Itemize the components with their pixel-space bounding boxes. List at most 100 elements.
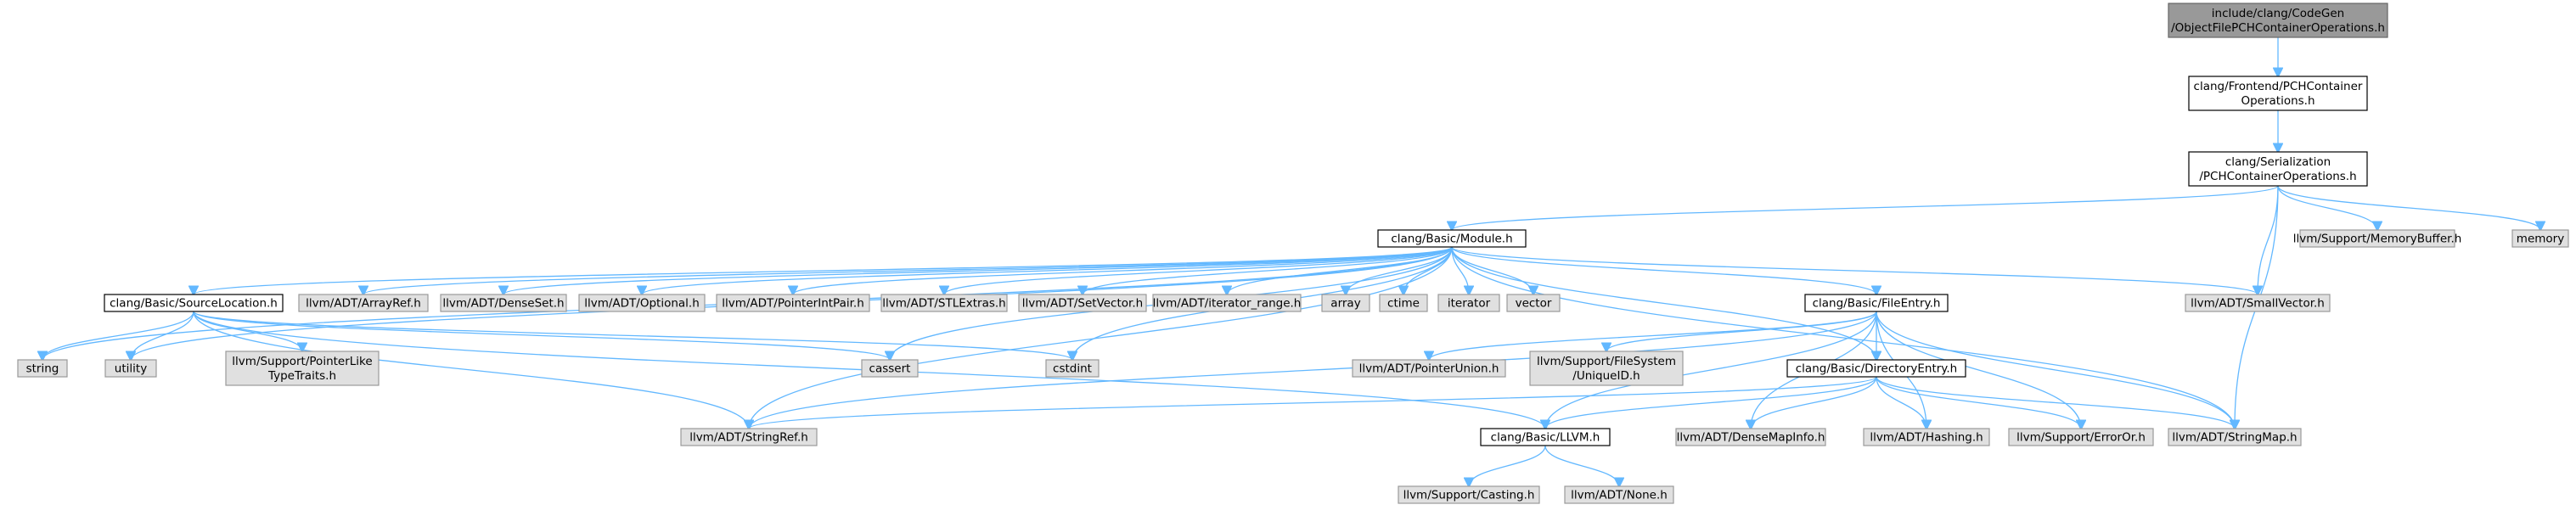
edge-sourcelocation-to-cstdint <box>193 311 1072 360</box>
edge-serialization_pch-to-memory <box>2277 185 2540 230</box>
node-label-none: llvm/ADT/None.h <box>1571 489 1668 502</box>
edge-module-to-fileentry <box>1451 246 1876 294</box>
edge-sourcelocation-to-pointerliketypetraits <box>193 311 302 351</box>
node-label-densemapinfo: llvm/ADT/DenseMapInfo.h <box>1677 431 1825 445</box>
node-label-serialization_pch-line-1: /PCHContainerOperations.h <box>2199 170 2356 183</box>
node-string: string <box>17 359 68 378</box>
node-label-frontend_pch-line-1: Operations.h <box>2241 94 2314 108</box>
edge-sourcelocation-to-stringref <box>193 311 749 429</box>
edge-module-to-stlextras <box>944 246 1453 294</box>
node-label-pointerunion: llvm/ADT/PointerUnion.h <box>1359 362 1499 376</box>
node-pointerintpair: llvm/ADT/PointerIntPair.h <box>716 294 870 312</box>
node-iterator_range: llvm/ADT/iterator_range.h <box>1152 294 1302 312</box>
node-cstdint: cstdint <box>1045 359 1100 378</box>
node-box-stringmap <box>2168 428 2302 446</box>
node-box-utility <box>104 359 157 378</box>
node-box-stlextras <box>880 294 1008 312</box>
node-box-fileentry <box>1804 294 1949 312</box>
node-frontend_pch[interactable]: clang/Frontend/PCHContainerOperations.h <box>2188 76 2368 111</box>
node-label-vector: vector <box>1516 297 1552 311</box>
node-box-erroror <box>2008 428 2154 446</box>
edge-module-to-pointerintpair <box>793 246 1453 294</box>
node-label-pointerintpair: llvm/ADT/PointerIntPair.h <box>722 297 864 311</box>
node-sourcelocation[interactable]: clang/Basic/SourceLocation.h <box>104 294 284 312</box>
node-box-llvm_h <box>1480 428 1611 446</box>
edge-directoryentry-to-stringref <box>749 376 1877 429</box>
node-stlextras: llvm/ADT/STLExtras.h <box>880 294 1008 312</box>
node-label-directoryentry: clang/Basic/DirectoryEntry.h <box>1796 362 1957 376</box>
node-box-setvector <box>1018 294 1147 312</box>
node-box-pointerintpair <box>716 294 870 312</box>
node-box-iterator_range <box>1152 294 1302 312</box>
node-utility: utility <box>104 359 157 378</box>
node-box-iterator <box>1437 294 1500 312</box>
node-label-uniqueid-line-1: /UniqueID.h <box>1572 369 1640 383</box>
node-none: llvm/ADT/None.h <box>1564 485 1674 504</box>
node-label-llvm_h: clang/Basic/LLVM.h <box>1491 431 1600 445</box>
edge-module-to-stringref <box>749 246 1453 429</box>
node-pointerunion: llvm/ADT/PointerUnion.h <box>1352 359 1506 378</box>
node-label-uniqueid-line-0: llvm/Support/FileSystem <box>1537 355 1676 368</box>
edge-llvm_h-to-none <box>1544 445 1619 486</box>
nodes-layer: include/clang/CodeGen/ObjectFilePCHConta… <box>17 3 2569 504</box>
node-label-array: array <box>1330 297 1360 311</box>
edge-directoryentry-to-erroror <box>1876 376 2081 429</box>
edge-module-to-stringmap <box>1451 246 2235 429</box>
node-label-root-line-1: /ObjectFilePCHContainerOperations.h <box>2171 21 2385 35</box>
node-box-pointerliketypetraits <box>225 351 380 386</box>
node-module[interactable]: clang/Basic/Module.h <box>1377 229 1527 248</box>
node-label-iterator: iterator <box>1448 297 1491 311</box>
edge-fileentry-to-llvm_h <box>1545 311 1877 429</box>
node-label-string: string <box>26 362 59 376</box>
edge-module-to-vector <box>1451 246 1533 294</box>
node-directoryentry[interactable]: clang/Basic/DirectoryEntry.h <box>1786 359 1966 378</box>
node-memory: memory <box>2511 229 2569 248</box>
node-box-uniqueid <box>1529 351 1684 386</box>
node-fileentry[interactable]: clang/Basic/FileEntry.h <box>1804 294 1949 312</box>
node-serialization_pch[interactable]: clang/Serialization/PCHContainerOperatio… <box>2188 151 2368 187</box>
node-iterator: iterator <box>1437 294 1500 312</box>
node-label-stringmap: llvm/ADT/StringMap.h <box>2172 431 2297 445</box>
node-label-root-line-0: include/clang/CodeGen <box>2212 7 2344 20</box>
node-box-ctime <box>1379 294 1428 312</box>
node-llvm_h[interactable]: clang/Basic/LLVM.h <box>1480 428 1611 446</box>
node-densemapinfo: llvm/ADT/DenseMapInfo.h <box>1675 428 1826 446</box>
node-box-densemapinfo <box>1675 428 1826 446</box>
node-erroror: llvm/Support/ErrorOr.h <box>2008 428 2154 446</box>
node-vector: vector <box>1506 294 1561 312</box>
edge-module-to-array <box>1346 246 1453 294</box>
node-label-frontend_pch-line-0: clang/Frontend/PCHContainer <box>2194 80 2363 93</box>
node-box-root <box>2168 3 2388 38</box>
node-stringref: llvm/ADT/StringRef.h <box>680 428 818 446</box>
edge-directoryentry-to-llvm_h <box>1545 376 1877 429</box>
node-box-casting <box>1398 485 1540 504</box>
node-box-string <box>17 359 68 378</box>
node-box-array <box>1321 294 1370 312</box>
node-label-casting: llvm/Support/Casting.h <box>1403 489 1535 502</box>
node-box-module <box>1377 229 1527 248</box>
node-box-serialization_pch <box>2188 151 2368 187</box>
edges-layer <box>42 37 2540 486</box>
edge-sourcelocation-to-cassert <box>193 311 890 360</box>
node-label-stlextras: llvm/ADT/STLExtras.h <box>882 297 1005 311</box>
edge-fileentry-to-erroror <box>1876 311 2081 429</box>
node-box-cstdint <box>1045 359 1100 378</box>
node-memorybuffer: llvm/Support/MemoryBuffer.h <box>2293 229 2462 248</box>
node-label-memorybuffer: llvm/Support/MemoryBuffer.h <box>2293 233 2462 246</box>
node-box-frontend_pch <box>2188 76 2368 111</box>
node-label-pointerliketypetraits-line-0: llvm/Support/PointerLike <box>232 355 372 368</box>
node-box-denseset <box>440 294 567 312</box>
edge-serialization_pch-to-module <box>1452 185 2279 230</box>
node-label-smallvector: llvm/ADT/SmallVector.h <box>2191 297 2325 311</box>
node-denseset: llvm/ADT/DenseSet.h <box>440 294 567 312</box>
edge-module-to-setvector <box>1083 246 1453 294</box>
node-box-memorybuffer <box>2299 229 2455 248</box>
node-label-iterator_range: llvm/ADT/iterator_range.h <box>1153 297 1302 311</box>
node-label-stringref: llvm/ADT/StringRef.h <box>689 431 808 445</box>
edge-module-to-optional <box>642 246 1453 294</box>
node-label-module: clang/Basic/Module.h <box>1391 233 1512 246</box>
edge-fileentry-to-stringmap <box>1876 311 2235 429</box>
edge-module-to-iterator <box>1451 246 1469 294</box>
